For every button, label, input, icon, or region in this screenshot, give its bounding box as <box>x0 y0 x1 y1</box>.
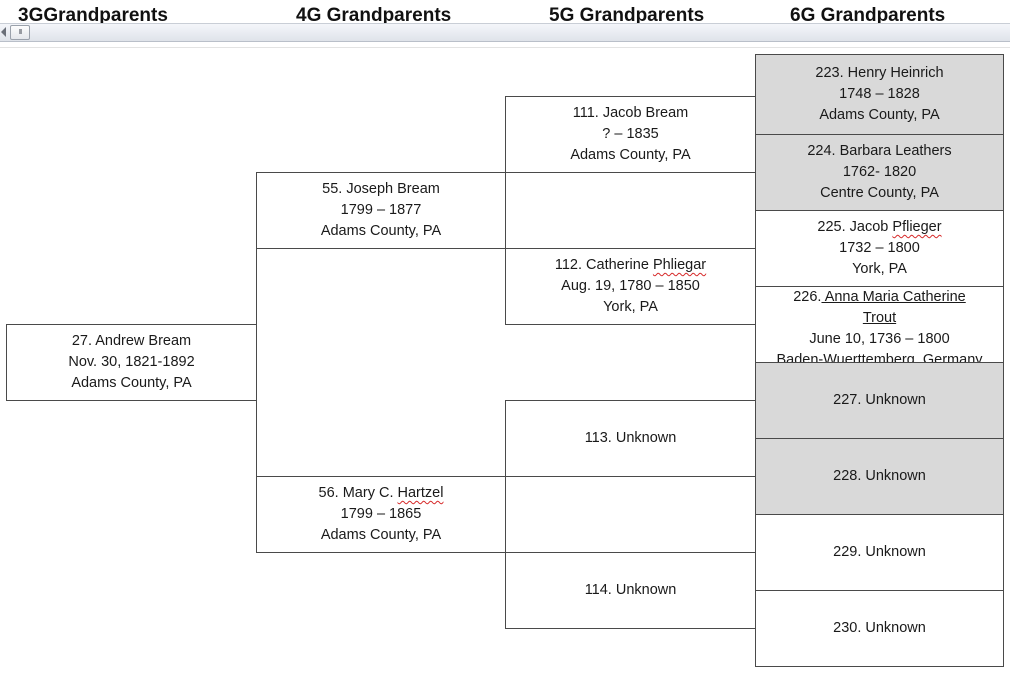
scrollbar-thumb[interactable]: III <box>10 25 30 40</box>
column-header-3g: 3GGrandparents <box>18 5 168 24</box>
spellcheck-surname: Phliegar <box>652 257 707 273</box>
person-name: 112. Catherine Phliegar <box>555 255 706 276</box>
person-card-27: 27. Andrew Bream Nov. 30, 1821-1892 Adam… <box>6 324 257 401</box>
person-card-227: 227. Unknown <box>755 362 1004 439</box>
name-prefix: 225. Jacob <box>817 219 893 235</box>
person-dates: 1762- 1820 <box>842 164 917 180</box>
person-dates: 1799 – 1865 <box>340 506 422 522</box>
person-name: 225. Jacob Pflieger <box>817 217 941 238</box>
person-place: Centre County, PA <box>820 185 939 201</box>
name-prefix: 112. Catherine <box>554 257 653 273</box>
person-card-55: 55. Joseph Bream 1799 – 1877 Adams Count… <box>256 172 506 249</box>
person-place: Adams County, PA <box>320 527 442 543</box>
spellcheck-surname: Pflieger <box>892 219 942 235</box>
person-dates: Aug. 19, 1780 – 1850 <box>561 278 700 294</box>
person-card-113: 113. Unknown <box>505 400 756 477</box>
person-dates: June 10, 1736 – 1800 <box>809 331 950 347</box>
person-place: Adams County, PA <box>819 107 940 123</box>
name-line-1: Anna Maria Catherine <box>821 289 966 305</box>
person-card-225: 225. Jacob Pflieger 1732 – 1800 York, PA <box>755 210 1004 287</box>
person-card-114: 114. Unknown <box>505 552 756 629</box>
person-place: Adams County, PA <box>570 147 691 163</box>
scroll-left-arrow-icon[interactable] <box>1 27 6 37</box>
name-line-2: Trout <box>862 310 897 326</box>
person-card-111: 111. Jacob Bream ? – 1835 Adams County, … <box>505 96 756 173</box>
person-dates: ? – 1835 <box>602 126 659 142</box>
person-place: York, PA <box>852 261 907 277</box>
person-name: 229. Unknown <box>833 544 926 560</box>
person-card-229: 229. Unknown <box>755 514 1004 591</box>
page-edge-divider <box>0 47 1010 48</box>
person-name: 111. Jacob Bream <box>572 105 689 121</box>
person-name: 230. Unknown <box>833 620 926 636</box>
person-name: 55. Joseph Bream <box>322 181 440 197</box>
person-dates: 1748 – 1828 <box>839 86 920 102</box>
person-name: 223. Henry Heinrich <box>815 65 944 81</box>
person-name: 56. Mary C. Hartzel <box>319 483 444 504</box>
person-place: Baden-Wuerttemberg, Germany <box>776 352 983 363</box>
horizontal-scrollbar[interactable]: III <box>0 23 1010 42</box>
name-prefix: 56. Mary C. <box>318 485 398 501</box>
person-name: 114. Unknown <box>584 582 677 598</box>
person-card-230: 230. Unknown <box>755 590 1004 667</box>
person-dates: 1799 – 1877 <box>340 202 422 218</box>
person-name: 227. Unknown <box>833 392 926 408</box>
person-dates: Nov. 30, 1821-1892 <box>68 354 195 370</box>
person-name: 27. Andrew Bream <box>71 333 192 349</box>
person-card-228: 228. Unknown <box>755 438 1004 515</box>
person-dates: 1732 – 1800 <box>839 240 920 256</box>
person-name: 224. Barbara Leathers <box>807 143 952 159</box>
person-place: Adams County, PA <box>71 375 192 391</box>
person-name: 113. Unknown <box>584 430 677 446</box>
column-header-4g: 4G Grandparents <box>296 5 452 24</box>
spellcheck-surname: Hartzel <box>397 485 444 501</box>
person-card-56: 56. Mary C. Hartzel 1799 – 1865 Adams Co… <box>256 476 506 553</box>
name-number: 226. <box>793 289 822 305</box>
person-card-224: 224. Barbara Leathers 1762- 1820 Centre … <box>755 134 1004 211</box>
person-name: 226. Anna Maria Catherine <box>793 287 966 308</box>
person-name: 228. Unknown <box>833 468 926 484</box>
person-place: York, PA <box>603 299 658 315</box>
person-card-223: 223. Henry Heinrich 1748 – 1828 Adams Co… <box>755 54 1004 135</box>
column-header-5g: 5G Grandparents <box>549 5 705 24</box>
column-header-6g: 6G Grandparents <box>790 5 946 24</box>
person-place: Adams County, PA <box>320 223 442 239</box>
person-card-112: 112. Catherine Phliegar Aug. 19, 1780 – … <box>505 248 756 325</box>
person-card-226: 226. Anna Maria Catherine Trout June 10,… <box>755 286 1004 363</box>
